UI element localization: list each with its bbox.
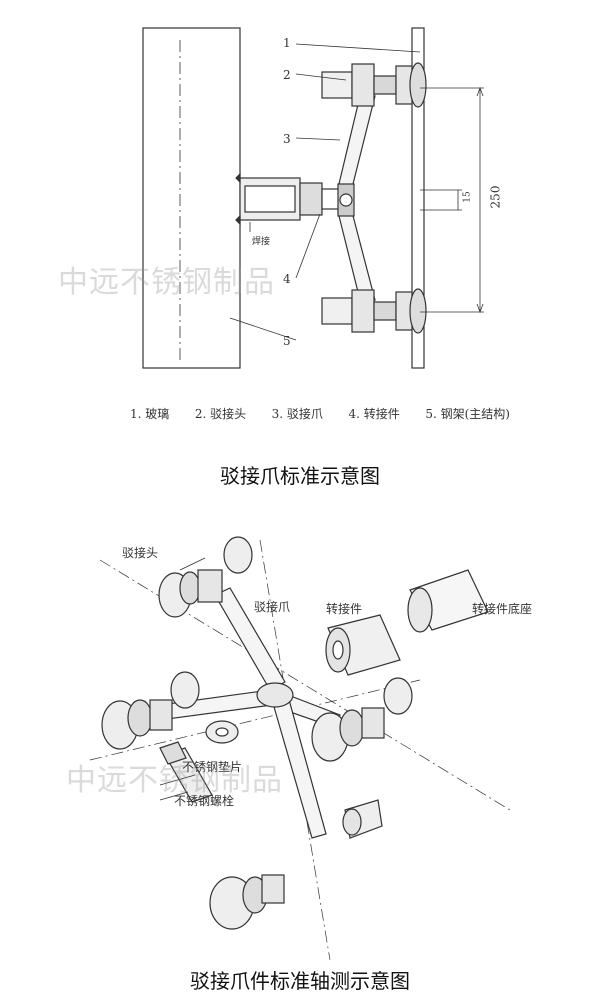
glass-panel <box>411 27 425 369</box>
dimension-250: 250 <box>488 185 503 209</box>
spider-head-lower <box>321 297 353 325</box>
label-bolt: 不锈钢螺栓 <box>174 794 235 808</box>
standard-diagram-drawing <box>142 27 484 369</box>
part-number-4: 4 <box>283 272 291 286</box>
dimension-15: 15 <box>462 191 473 203</box>
standard-diagram-panel: 1 2 3 4 5 250 15 焊接 中远不锈钢制品 1. 玻璃 2. 驳接头… <box>58 27 510 488</box>
label-washer: 不锈钢垫片 <box>182 760 243 774</box>
claw-center-hub <box>256 682 294 708</box>
legend-item-steel-frame: 5. 钢架(主结构) <box>425 407 510 421</box>
watermark-top: 中远不锈钢制品 <box>58 265 275 300</box>
part-number-5: 5 <box>283 334 291 348</box>
spider-head-upper <box>321 71 353 99</box>
axonometric-diagram-caption: 驳接爪件标准轴测示意图 <box>190 969 410 993</box>
watermark-bottom: 中远不锈钢制品 <box>66 763 283 798</box>
part-number-2: 2 <box>283 68 291 82</box>
label-adapter-base: 转接件底座 <box>472 602 533 616</box>
axonometric-diagram-drawing <box>89 536 511 961</box>
label-spider-claw: 驳接爪 <box>254 600 291 614</box>
legend-item-spider-claw: 3. 驳接爪 <box>271 407 323 421</box>
label-spider-head: 驳接头 <box>122 546 159 560</box>
label-adapter: 转接件 <box>326 602 363 616</box>
part-number-3: 3 <box>283 132 291 146</box>
axonometric-diagram-panel: 驳接头 驳接爪 转接件 转接件底座 不锈钢垫片 不锈钢螺栓 中远不锈钢制品 驳接… <box>0 500 600 998</box>
steel-frame <box>142 27 241 369</box>
part-number-1: 1 <box>283 36 291 50</box>
legend-item-glass: 1. 玻璃 <box>130 407 170 421</box>
legend-item-spider-head: 2. 驳接头 <box>194 407 247 421</box>
claw-arm-lower <box>337 211 376 301</box>
parts-legend: 1. 玻璃 2. 驳接头 3. 驳接爪 4. 转接件 5. 钢架(主结构) <box>130 405 510 422</box>
weld-annotation: 焊接 <box>252 237 271 247</box>
legend-item-adapter: 4. 转接件 <box>348 407 400 421</box>
claw-arm-upper <box>337 95 376 189</box>
standard-diagram-caption: 驳接爪标准示意图 <box>220 464 380 488</box>
